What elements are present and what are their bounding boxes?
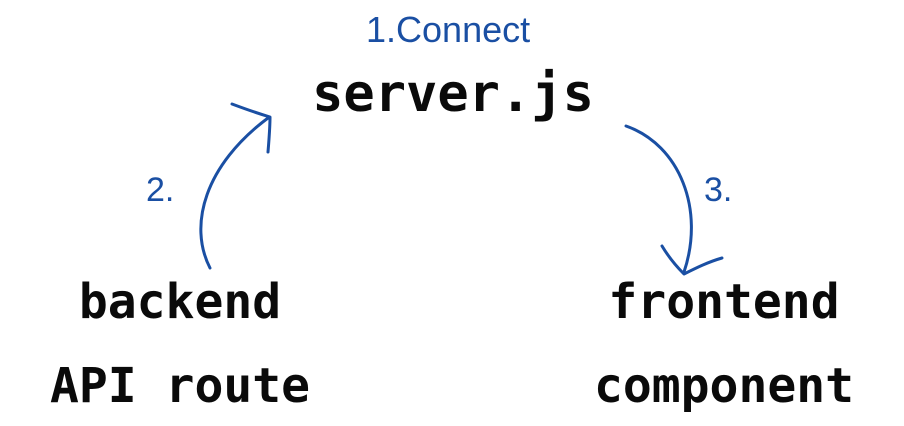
arrowhead-server-to-frontend: [660, 244, 724, 276]
step-3-label: 3.: [704, 171, 733, 209]
step-2-label: 2.: [146, 171, 175, 209]
frontend-node-line-2: component: [593, 358, 855, 414]
backend-node-line-2: API route: [49, 358, 311, 414]
step-1-label: 1.Connect: [366, 9, 531, 50]
frontend-node-line-1: frontend: [608, 274, 840, 330]
backend-api-route-node: backend API route: [10, 278, 350, 410]
server-js-node: server.js: [312, 64, 594, 124]
frontend-component-node: frontend component: [556, 278, 892, 410]
backend-node-line-1: backend: [78, 274, 282, 330]
arrow-backend-to-server: [199, 116, 270, 270]
arrow-server-to-frontend: [624, 124, 693, 274]
arrowhead-backend-to-server: [230, 102, 272, 154]
